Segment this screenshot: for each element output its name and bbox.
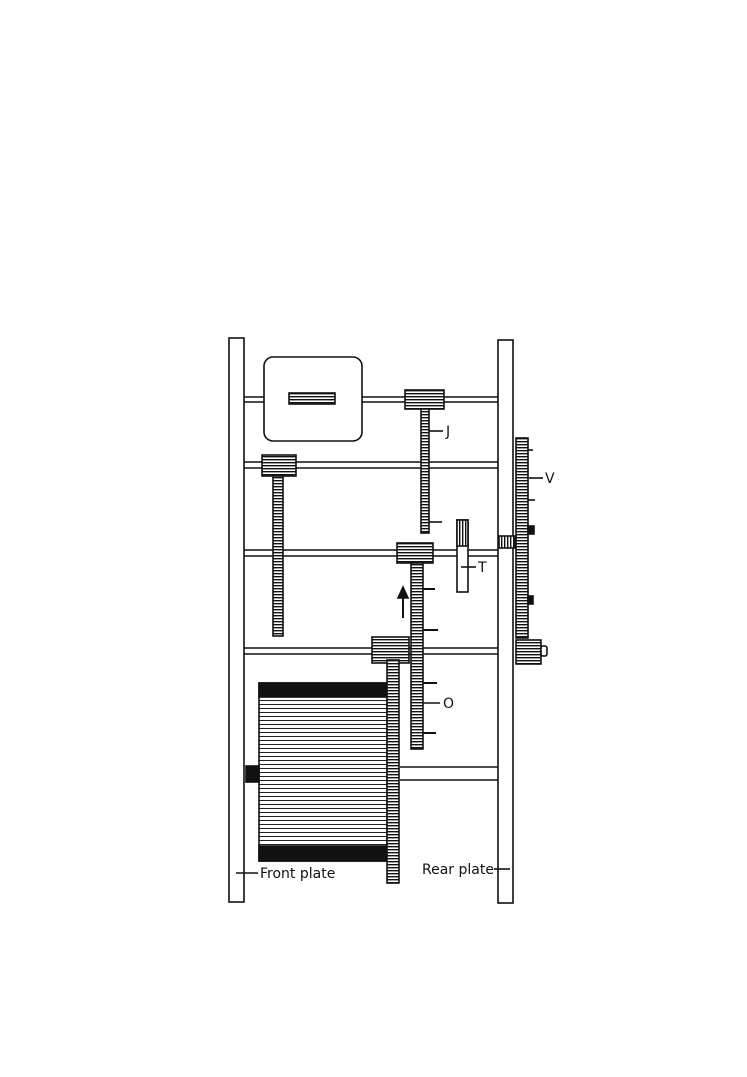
label-o: O xyxy=(443,696,454,712)
rear-plate xyxy=(497,339,514,904)
great-wheel xyxy=(386,659,400,884)
mainspring-barrel xyxy=(258,682,388,862)
spring-coil xyxy=(498,535,516,549)
label-rear-plate: Rear plate xyxy=(422,862,494,878)
pinion-lower xyxy=(371,636,410,664)
platform-slot xyxy=(288,392,336,405)
pinion-upper xyxy=(404,389,445,410)
wheel-left xyxy=(272,475,284,637)
label-j: J xyxy=(445,424,450,440)
arbor-5 xyxy=(400,766,498,781)
arbor-4 xyxy=(244,647,498,655)
pinion-middle xyxy=(396,542,434,564)
label-v: V xyxy=(545,471,555,487)
label-t: T xyxy=(477,560,487,576)
wheel-pins xyxy=(423,588,438,734)
wheel-j xyxy=(420,408,430,534)
wheel-v xyxy=(515,437,529,639)
square-arbor xyxy=(515,639,542,665)
label-front-plate: Front plate xyxy=(260,866,335,882)
up-arrow xyxy=(396,585,410,618)
front-plate xyxy=(228,337,245,903)
wheel-middle xyxy=(410,562,424,750)
pinion-left xyxy=(261,454,297,477)
arbor-3 xyxy=(244,549,498,557)
barrel-hook xyxy=(245,765,260,783)
